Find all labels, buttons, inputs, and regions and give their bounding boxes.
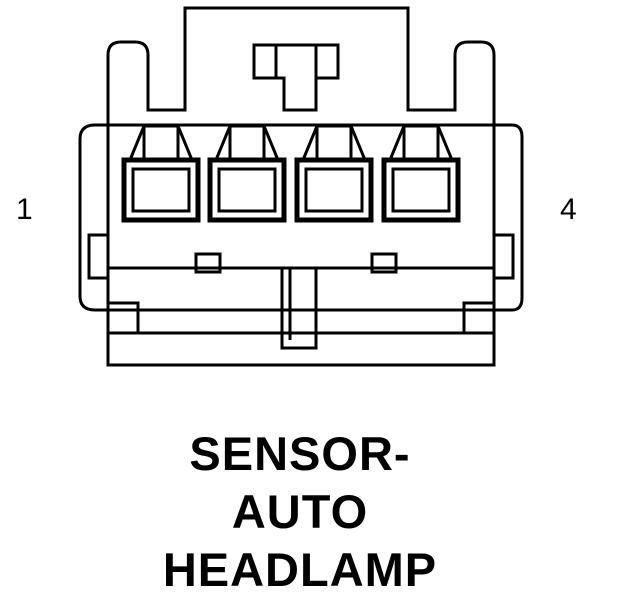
terminal-cavity — [121, 124, 201, 223]
pin-number-left: 1 — [16, 193, 33, 226]
connector-body — [78, 123, 524, 312]
connector-title: SENSOR- AUTO HEADLAMP — [0, 425, 600, 599]
title-line-3: HEADLAMP — [162, 543, 438, 596]
bottom-center-key — [280, 268, 318, 350]
bottom-slot-left — [106, 301, 140, 335]
left-side-tab — [87, 233, 110, 280]
locator-bump-left — [194, 252, 222, 274]
pin-number-right: 4 — [560, 193, 577, 226]
center-key — [252, 43, 340, 112]
locator-bump-right — [370, 252, 398, 274]
title-line-1: SENSOR- — [189, 427, 411, 480]
right-side-tab — [492, 233, 515, 280]
terminal-cavity — [207, 124, 287, 223]
terminal-cavity — [294, 124, 374, 223]
title-line-2: AUTO — [231, 485, 369, 538]
top-latch-housing — [106, 6, 496, 126]
bottom-slot-right — [462, 301, 496, 335]
terminal-cavity — [381, 124, 461, 223]
